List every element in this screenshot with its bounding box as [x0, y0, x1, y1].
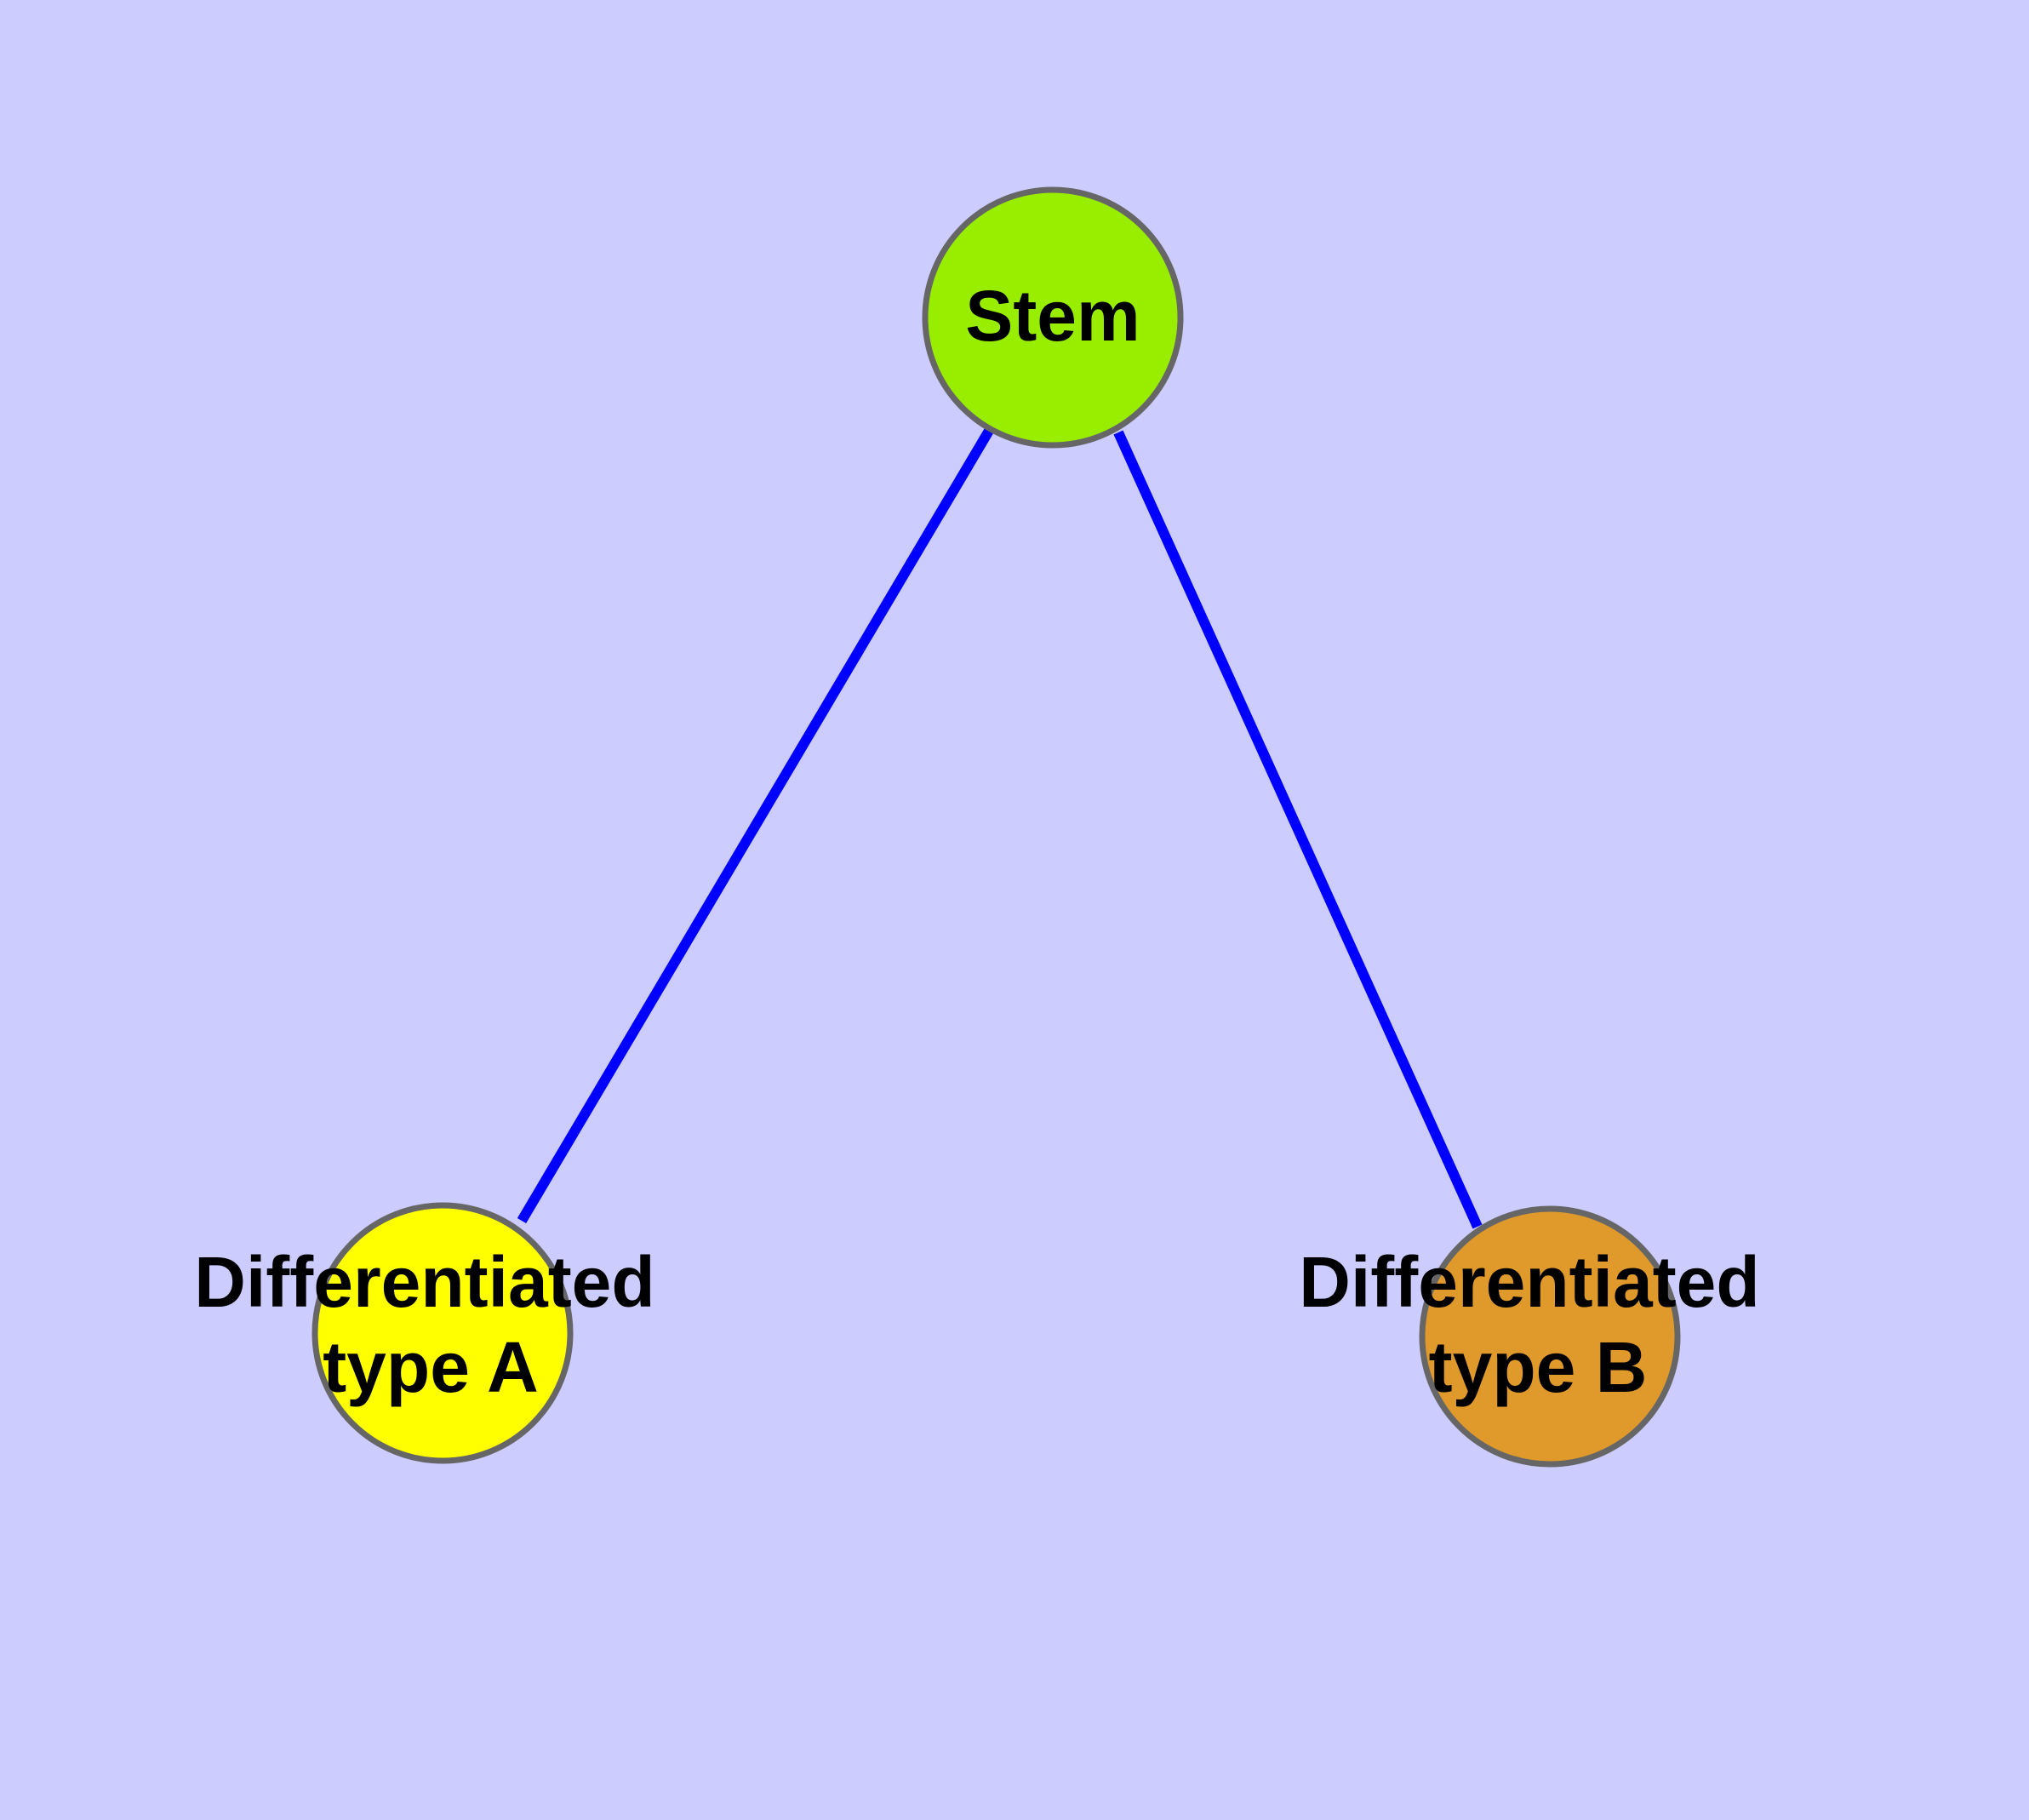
- node-differentiated-type-b[interactable]: [1419, 1205, 1681, 1468]
- edge-layer: [517, 427, 1483, 1229]
- node-differentiated-type-b-label-line1: Differentiated: [1299, 1242, 1759, 1322]
- edge-stem-to-differentiated-type-b[interactable]: [1113, 430, 1483, 1229]
- node-differentiated-type-b-label-line2: type B: [1429, 1327, 1648, 1407]
- node-stem-label: Stem: [965, 276, 1140, 356]
- node-differentiated-type-b-circle[interactable]: [1419, 1205, 1681, 1468]
- label-layer: Stem Differentiated type A Differentiate…: [194, 276, 1759, 1407]
- node-differentiated-type-a-circle[interactable]: [311, 1202, 574, 1464]
- node-differentiated-type-a-label-line2: type A: [323, 1327, 539, 1407]
- node-differentiated-type-a-label-line1: Differentiated: [194, 1242, 654, 1322]
- edge-stem-to-differentiated-type-a[interactable]: [517, 427, 994, 1224]
- node-differentiated-type-a[interactable]: [311, 1202, 574, 1464]
- node-stem[interactable]: [922, 186, 1184, 449]
- node-stem-circle[interactable]: [922, 186, 1184, 449]
- node-layer: [311, 186, 1681, 1468]
